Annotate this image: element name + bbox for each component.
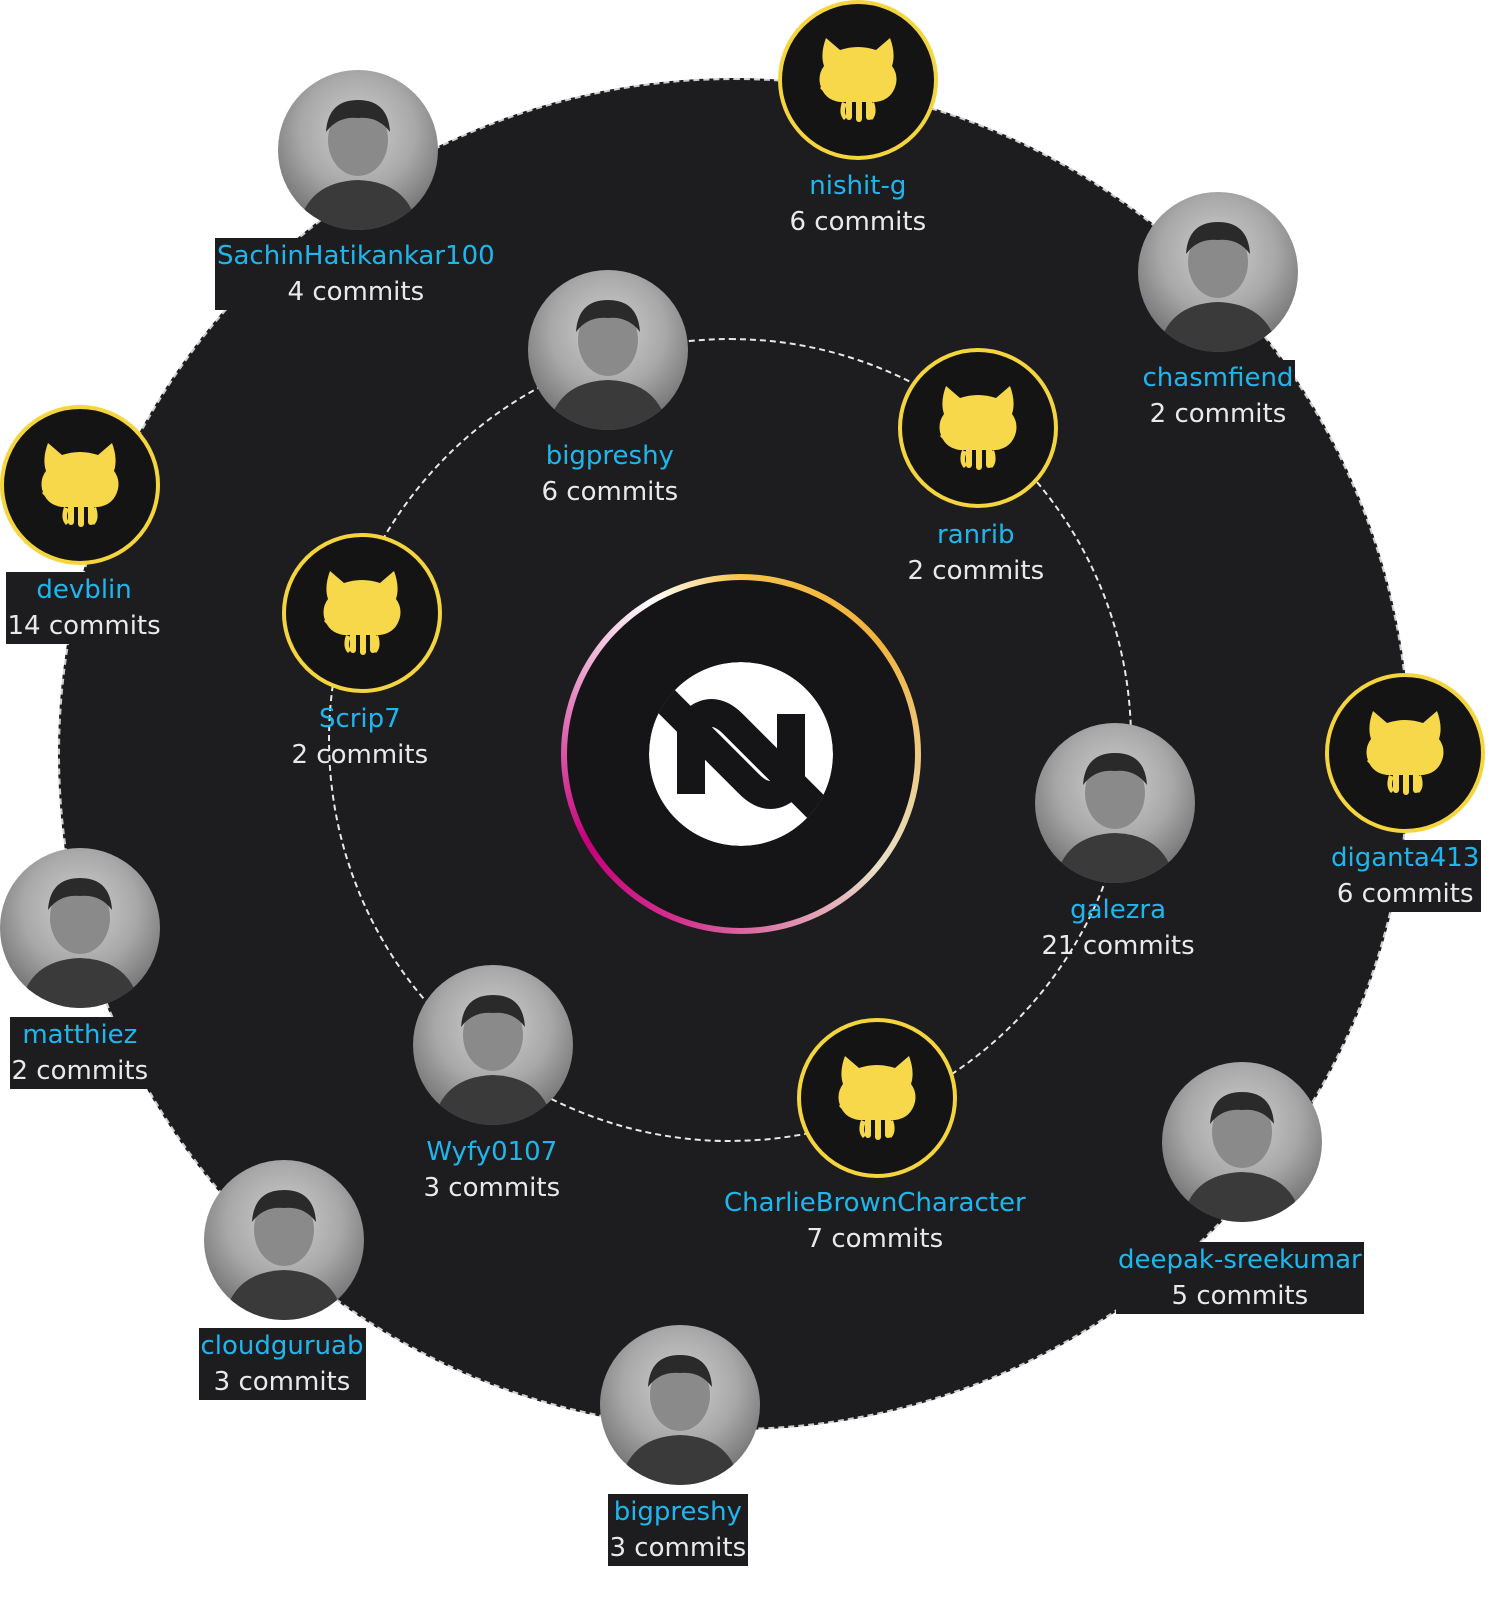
contributor-username[interactable]: CharlieBrownCharacter [724, 1188, 1026, 1218]
contributor-commit-count: 6 commits [1336, 879, 1474, 909]
avatar[interactable] [1138, 192, 1298, 352]
contributor-label: SachinHatikankar100 4 commits [215, 238, 497, 310]
profile-photo [298, 100, 418, 230]
contributor-username[interactable]: matthiez [22, 1020, 138, 1050]
contributor-label: diganta413 6 commits [1329, 840, 1482, 912]
contributor-commit-count: 3 commits [213, 1367, 351, 1397]
contributor-username[interactable]: bigpreshy [545, 441, 674, 471]
contributor-label: bigpreshy 3 commits [607, 1494, 749, 1566]
contributor-commit-count: 6 commits [789, 207, 927, 237]
center-logo[interactable] [561, 574, 921, 934]
contributor-username[interactable]: SachinHatikankar100 [217, 241, 495, 271]
avatar[interactable] [0, 848, 160, 1008]
contributor-node-sachinhatikankar100[interactable] [278, 70, 448, 240]
profile-photo [620, 1355, 740, 1485]
avatar[interactable] [278, 70, 438, 230]
contributor-node-diganta413[interactable] [1325, 673, 1495, 843]
contributor-node-wyfy0107[interactable] [413, 965, 583, 1135]
contributor-commit-count: 7 commits [806, 1224, 944, 1254]
contributor-commit-count: 6 commits [541, 477, 679, 507]
contributor-label: bigpreshy 6 commits [542, 438, 679, 510]
contributor-label: galezra 21 commits [1042, 892, 1195, 964]
contributor-commit-count: 4 commits [287, 277, 425, 307]
contributor-node-deepak-sreekumar[interactable] [1162, 1062, 1332, 1232]
contributor-commit-count: 2 commits [907, 556, 1045, 586]
github-octocat-icon [41, 443, 119, 527]
github-avatar[interactable] [797, 1018, 957, 1178]
contributor-username[interactable]: cloudguruab [200, 1331, 364, 1361]
contributor-label: Scrip7 2 commits [292, 701, 429, 773]
github-avatar[interactable] [1325, 673, 1485, 833]
contributor-username[interactable]: diganta413 [1331, 843, 1480, 873]
profile-photo [548, 300, 668, 430]
contributor-label: devblin 14 commits [5, 572, 163, 644]
profile-photo [20, 878, 140, 1008]
avatar[interactable] [413, 965, 573, 1125]
contributor-node-bigpreshy-outer[interactable] [600, 1325, 770, 1495]
profile-photo [433, 995, 553, 1125]
contributor-username[interactable]: bigpreshy [613, 1497, 742, 1527]
contributor-node-matthiez[interactable] [0, 848, 170, 1018]
contributor-node-charliebrowncharacter[interactable] [797, 1018, 967, 1188]
github-octocat-icon [939, 386, 1017, 470]
contributor-username[interactable]: nishit-g [809, 171, 907, 201]
contributor-commit-count: 5 commits [1171, 1281, 1309, 1311]
avatar[interactable] [528, 270, 688, 430]
contributor-node-ranrib[interactable] [898, 348, 1068, 518]
contributor-commit-count: 2 commits [11, 1056, 149, 1086]
contributor-username[interactable]: galezra [1070, 895, 1167, 925]
contributor-username[interactable]: devblin [36, 575, 132, 605]
contributor-node-nishit-g[interactable] [778, 0, 948, 170]
n-logo-icon [649, 662, 833, 846]
avatar[interactable] [600, 1325, 760, 1485]
contributor-label: matthiez 2 commits [9, 1017, 151, 1089]
avatar[interactable] [204, 1160, 364, 1320]
github-octocat-icon [323, 571, 401, 655]
contributor-commit-count: 3 commits [423, 1173, 561, 1203]
contributor-node-devblin[interactable] [0, 405, 170, 575]
contributor-label: CharlieBrownCharacter 7 commits [724, 1185, 1026, 1257]
github-octocat-icon [819, 38, 897, 122]
profile-photo [224, 1190, 344, 1320]
contributor-node-cloudguruab[interactable] [204, 1160, 374, 1330]
contributor-node-chasmfiend[interactable] [1138, 192, 1308, 362]
contributor-label: Wyfy0107 3 commits [424, 1134, 561, 1206]
github-avatar[interactable] [282, 533, 442, 693]
github-avatar[interactable] [778, 0, 938, 160]
contributor-node-scrip7[interactable] [282, 533, 452, 703]
contributor-username[interactable]: deepak-sreekumar [1118, 1245, 1362, 1275]
contributor-node-galezra[interactable] [1035, 723, 1205, 893]
profile-photo [1055, 753, 1175, 883]
avatar[interactable] [1035, 723, 1195, 883]
contributor-username[interactable]: ranrib [937, 520, 1015, 550]
contributor-label: chasmfiend 2 commits [1140, 360, 1296, 432]
contributor-commit-count: 2 commits [1149, 399, 1287, 429]
contributor-commit-count: 21 commits [1041, 931, 1195, 961]
contributor-label: nishit-g 6 commits [790, 168, 927, 240]
contributor-username[interactable]: Wyfy0107 [426, 1137, 558, 1167]
github-avatar[interactable] [0, 405, 160, 565]
github-octocat-icon [1366, 711, 1444, 795]
contributor-label: ranrib 2 commits [908, 517, 1045, 589]
github-octocat-icon [838, 1056, 916, 1140]
github-avatar[interactable] [898, 348, 1058, 508]
contributor-label: cloudguruab 3 commits [198, 1328, 366, 1400]
contributor-commit-count: 2 commits [291, 740, 429, 770]
avatar[interactable] [1162, 1062, 1322, 1222]
contributor-label: deepak-sreekumar 5 commits [1116, 1242, 1364, 1314]
contributor-username[interactable]: Scrip7 [318, 704, 401, 734]
profile-photo [1158, 222, 1278, 352]
contributor-commit-count: 3 commits [609, 1533, 747, 1563]
profile-photo [1182, 1092, 1302, 1222]
center-logo-background [567, 580, 915, 928]
contributor-commit-count: 14 commits [7, 611, 161, 641]
contributor-node-bigpreshy-inner[interactable] [528, 270, 698, 440]
contributor-username[interactable]: chasmfiend [1142, 363, 1294, 393]
